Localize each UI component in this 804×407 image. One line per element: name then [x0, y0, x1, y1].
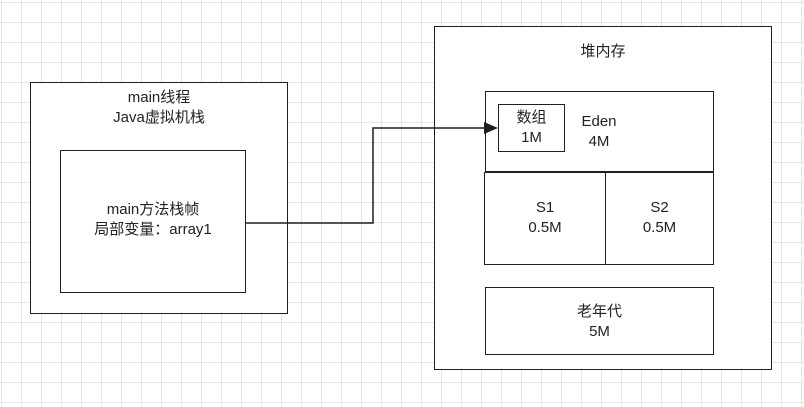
main-method-frame-label: main方法栈帧 局部变量：array1 — [60, 200, 246, 240]
eden-size: 4M — [588, 133, 610, 150]
survivor-s2 — [605, 172, 714, 265]
local-variable-label: 局部变量：array1 — [94, 221, 212, 238]
main-method-frame-title: main方法栈帧 — [106, 201, 200, 218]
eden-name: Eden — [581, 113, 617, 130]
survivor-s2-label: S2 0.5M — [605, 198, 714, 238]
main-method-frame — [60, 150, 246, 293]
s1-size: 0.5M — [528, 219, 562, 236]
reference-arrow-line — [246, 127, 486, 224]
survivor-s1-label: S1 0.5M — [484, 198, 606, 238]
heap-memory-title: 堆内存 — [580, 43, 626, 60]
array-name: 数组 — [516, 109, 547, 126]
survivor-s1 — [484, 172, 606, 265]
array-object — [498, 104, 565, 152]
main-thread-title: main线程 — [127, 89, 191, 106]
s1-name: S1 — [535, 199, 555, 216]
old-generation-label: 老年代 5M — [485, 302, 714, 342]
main-thread-subtitle: Java虚拟机栈 — [113, 109, 205, 126]
array-object-label: 数组 1M — [498, 108, 565, 148]
s2-size: 0.5M — [642, 219, 677, 236]
old-generation — [485, 287, 714, 355]
old-generation-name: 老年代 — [576, 303, 622, 320]
old-generation-size: 5M — [589, 323, 610, 340]
reference-arrowhead — [484, 122, 498, 134]
eden-space-label: Eden 4M — [564, 112, 634, 152]
s2-name: S2 — [650, 199, 669, 216]
main-thread-label: main线程 Java虚拟机栈 — [30, 88, 288, 128]
array-size: 1M — [521, 129, 542, 146]
